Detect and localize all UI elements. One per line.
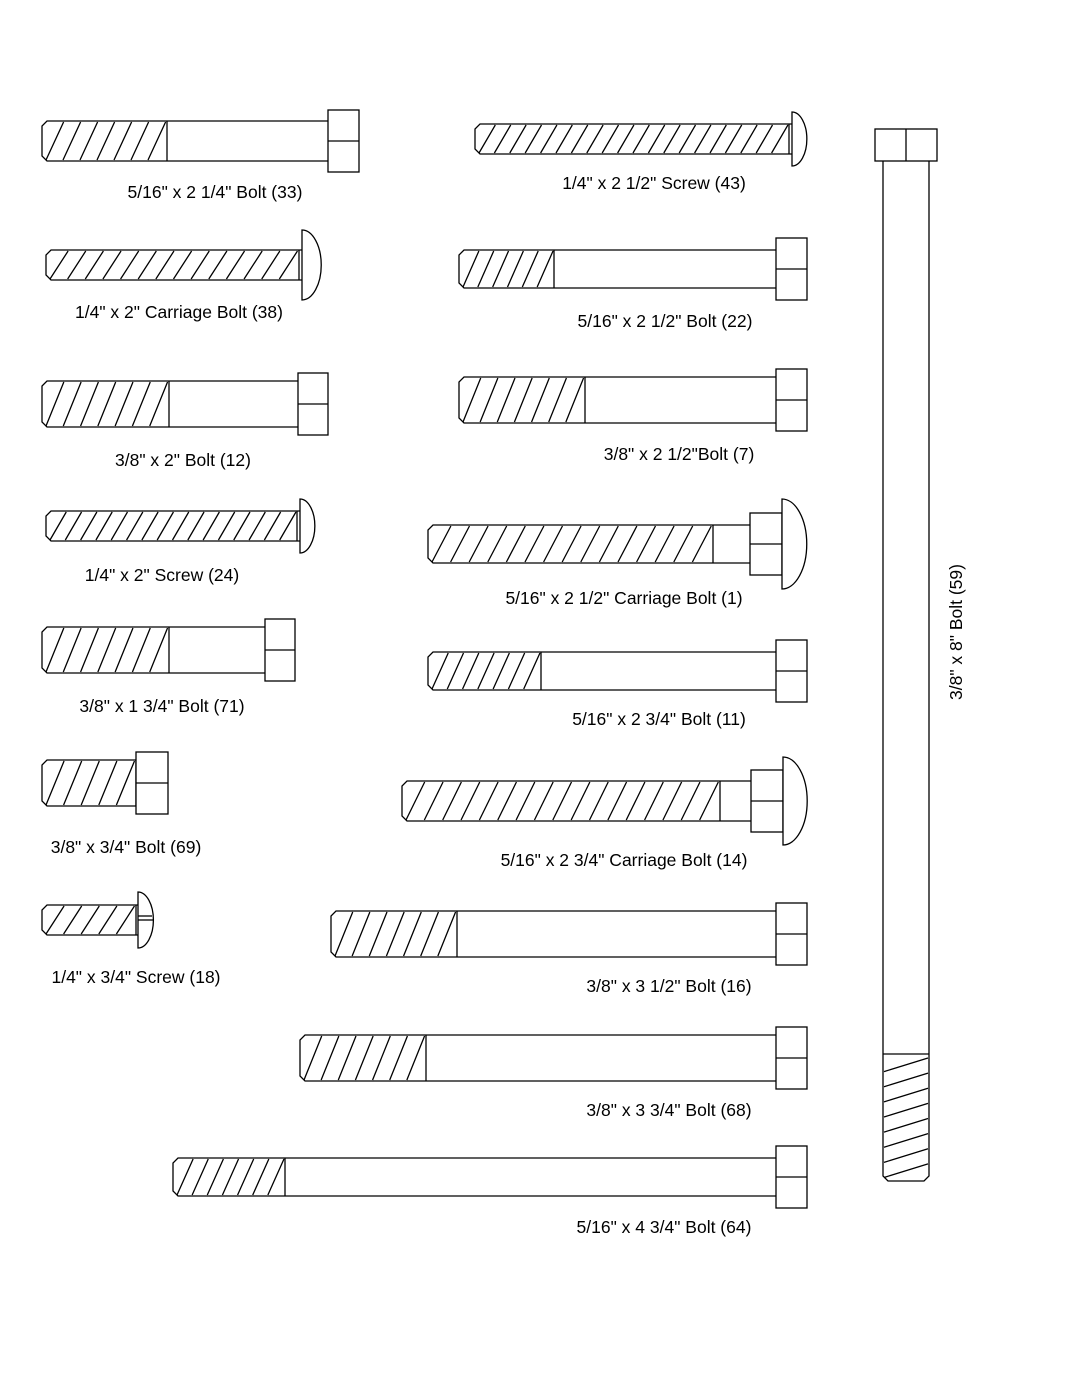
screw-43-drawing — [474, 111, 808, 167]
part-label: 3/8" x 3 3/4" Bolt (68) — [586, 1100, 751, 1120]
part-label: 3/8" x 8" Bolt (59) — [946, 564, 966, 700]
bolt-64-drawing — [172, 1145, 808, 1209]
bolt-7-drawing — [458, 368, 808, 432]
carriage-bolt-38-drawing — [45, 229, 322, 301]
part-label: 1/4" x 2" Carriage Bolt (38) — [75, 302, 283, 322]
bolt-71-drawing — [41, 618, 296, 682]
part-label: 5/16" x 2 1/2" Bolt (22) — [578, 311, 753, 331]
bolt-11-drawing — [427, 639, 808, 703]
part-label: 5/16" x 4 3/4" Bolt (64) — [577, 1217, 752, 1237]
bolt-16-drawing — [330, 902, 808, 966]
bolt-12-drawing — [41, 372, 329, 436]
carriage-bolt-14-drawing — [401, 756, 808, 846]
screw-18-drawing — [41, 891, 155, 949]
part-label: 3/8" x 3 1/2" Bolt (16) — [586, 976, 751, 996]
bolt-68-drawing — [299, 1026, 808, 1090]
part-label: 3/8" x 3/4" Bolt (69) — [51, 837, 202, 857]
carriage-bolt-1-drawing — [427, 498, 808, 590]
part-label: 5/16" x 2 1/4" Bolt (33) — [128, 182, 303, 202]
part-label: 3/8" x 1 3/4" Bolt (71) — [79, 696, 244, 716]
part-label: 5/16" x 2 3/4" Carriage Bolt (14) — [501, 850, 748, 870]
bolt-69-drawing — [41, 751, 169, 815]
part-label: 3/8" x 2" Bolt (12) — [115, 450, 251, 470]
part-label: 1/4" x 2 1/2" Screw (43) — [562, 173, 746, 193]
bolt-59-drawing — [874, 128, 938, 1182]
screw-24-drawing — [45, 498, 316, 554]
part-label: 5/16" x 2 3/4" Bolt (11) — [572, 709, 746, 729]
part-label: 5/16" x 2 1/2" Carriage Bolt (1) — [505, 588, 742, 608]
bolt-22-drawing — [458, 237, 808, 301]
part-label: 1/4" x 2" Screw (24) — [85, 565, 239, 585]
part-label: 1/4" x 3/4" Screw (18) — [51, 967, 220, 987]
bolt-33-drawing — [41, 109, 360, 173]
part-label: 3/8" x 2 1/2"Bolt (7) — [604, 444, 755, 464]
